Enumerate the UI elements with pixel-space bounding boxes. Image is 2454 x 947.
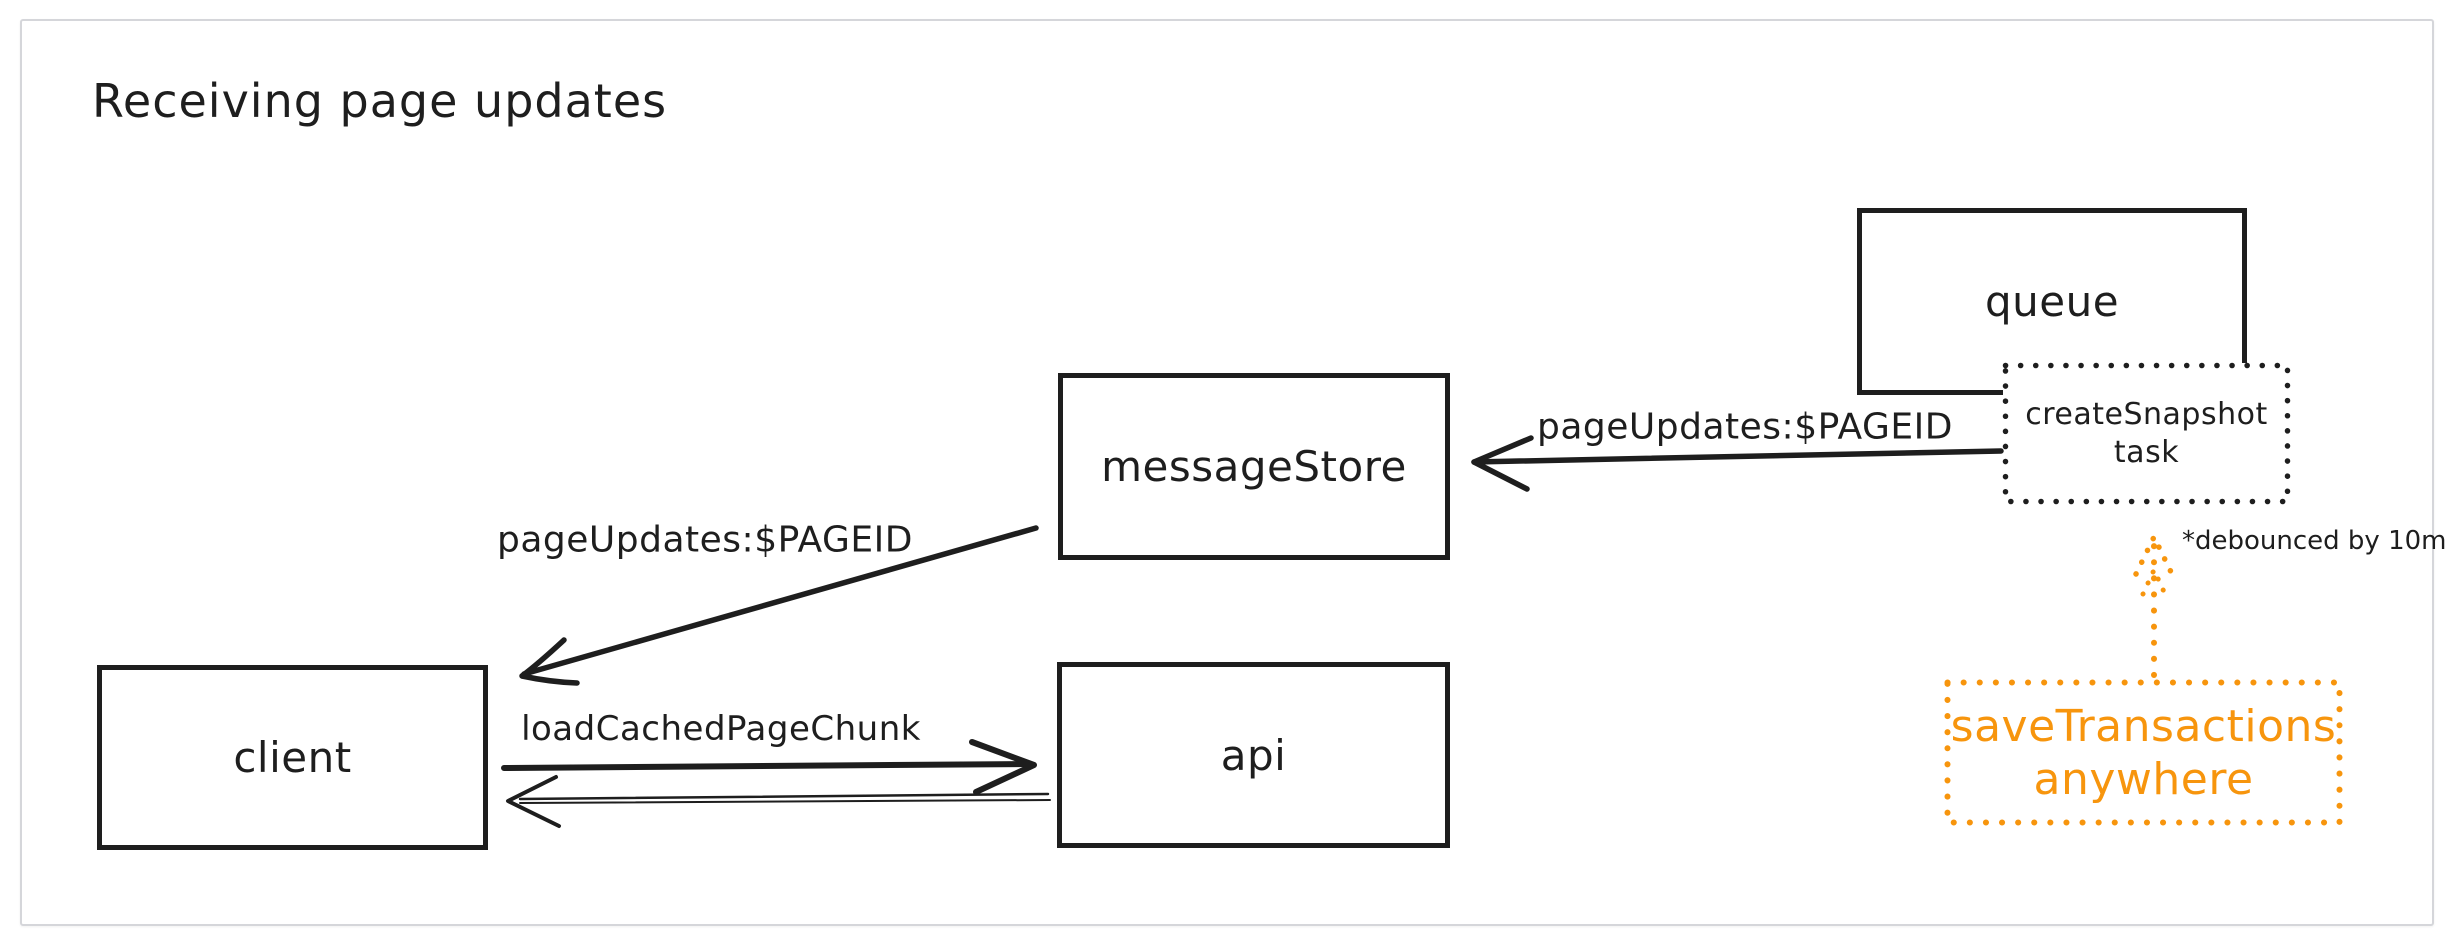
node-client: client bbox=[97, 665, 488, 850]
edge-label-loadcachedpagechunk: loadCachedPageChunk bbox=[521, 709, 921, 749]
node-message-store: messageStore bbox=[1058, 373, 1450, 560]
edge-label-pageupdates-left: pageUpdates:$PAGEID bbox=[497, 519, 913, 561]
debounce-annotation: *debounced by 10m bbox=[2182, 526, 2447, 556]
edge-label-pageupdates-right: pageUpdates:$PAGEID bbox=[1537, 406, 1953, 448]
node-save-transactions-label-line1: saveTransactions bbox=[1950, 700, 2337, 752]
node-api-label: api bbox=[1220, 730, 1287, 780]
node-api: api bbox=[1057, 662, 1450, 848]
node-message-store-label: messageStore bbox=[1101, 442, 1407, 491]
node-queue-label: queue bbox=[1984, 277, 2120, 326]
node-create-snapshot-task: createSnapshot task bbox=[2003, 363, 2290, 504]
node-save-transactions-label-line2: anywhere bbox=[2033, 753, 2254, 805]
node-client-label: client bbox=[233, 733, 352, 782]
node-create-snapshot-label-line2: task bbox=[2113, 434, 2180, 470]
diagram-title: Receiving page updates bbox=[92, 74, 668, 128]
node-save-transactions: saveTransactions anywhere bbox=[1945, 680, 2342, 825]
node-create-snapshot-label-line1: createSnapshot bbox=[2025, 396, 2268, 432]
